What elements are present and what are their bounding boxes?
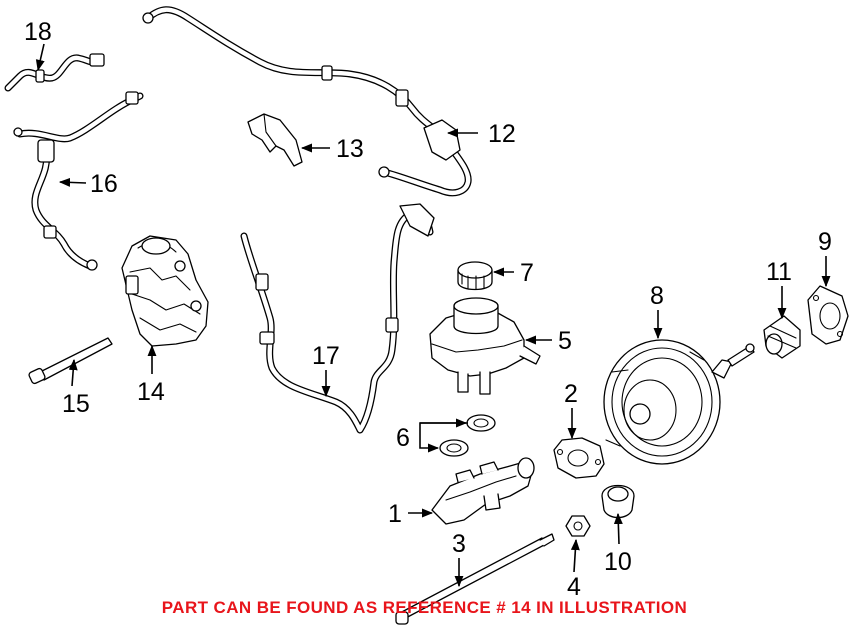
part-16-hose-assembly: [13, 91, 144, 271]
callout-3: 3: [452, 530, 466, 558]
callout-14: 14: [137, 378, 165, 406]
part-7-cap: [457, 261, 493, 291]
part-9-gasket: [807, 285, 849, 345]
part-14-module: [121, 235, 209, 347]
callout-2: 2: [564, 380, 578, 408]
part-13-bracket: [247, 113, 303, 167]
leader-lines: [35, 43, 831, 588]
callout-10: 10: [604, 548, 632, 576]
callout-18: 18: [24, 18, 52, 46]
callout-8: 8: [650, 282, 664, 310]
part-8-brake-booster: [603, 339, 755, 465]
part-15-bolt: [28, 337, 113, 385]
callout-17: 17: [312, 342, 340, 370]
callout-15: 15: [62, 390, 90, 418]
callout-numbers: 18 16 12 13 14 15 17 7 5 6 2 1 3 4 10 8 …: [24, 18, 832, 601]
reference-caption: PART CAN BE FOUND AS REFERENCE # 14 IN I…: [161, 598, 688, 617]
callout-1: 1: [388, 500, 402, 528]
part-1-master-cylinder: [431, 457, 535, 525]
part-6-seals: [439, 414, 496, 457]
callout-12: 12: [488, 120, 516, 148]
callout-11: 11: [766, 258, 792, 286]
callout-9: 9: [818, 228, 832, 256]
part-17-vacuum-line: [240, 203, 435, 434]
part-18-hose: [4, 53, 105, 92]
callout-16: 16: [90, 170, 118, 198]
part-11-boot: [763, 315, 801, 359]
callout-13: 13: [336, 135, 364, 163]
part-5-reservoir: [429, 297, 541, 395]
callout-7: 7: [520, 259, 534, 287]
part-2-gasket: [553, 437, 605, 479]
part-10-grommet: [601, 484, 635, 519]
callout-6: 6: [396, 424, 410, 452]
part-4-nut: [565, 515, 591, 537]
callout-4: 4: [567, 573, 581, 601]
callout-5: 5: [558, 327, 572, 355]
part-3-push-rod: [395, 533, 555, 625]
part-12-long-hose: [142, 6, 472, 197]
